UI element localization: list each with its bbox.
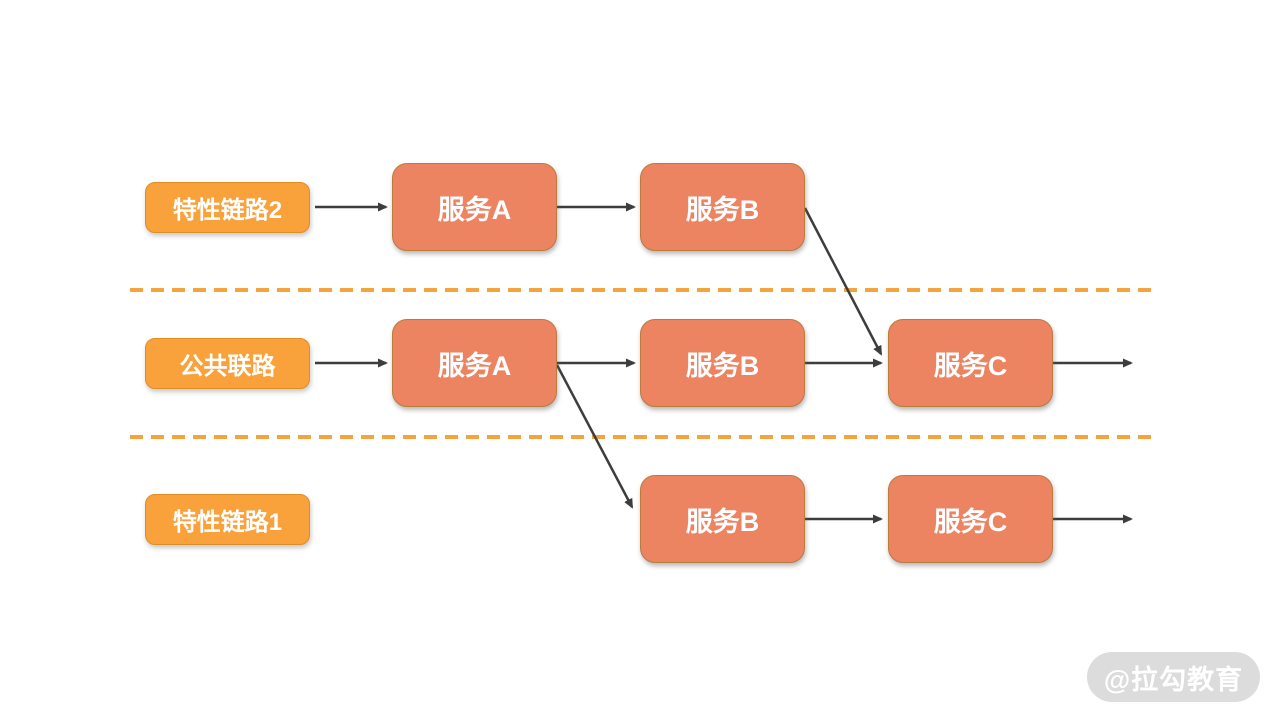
edge-lane1-serviceB-to-lane2-serviceC [803,207,883,356]
lane2-service-c: 服务C [888,319,1053,407]
lane1-service-a: 服务A [392,163,557,251]
edge-lane2-serviceA-to-lane3-serviceB [555,364,634,509]
lane3-label: 特性链路1 [145,494,310,545]
lane3-service-c: 服务C [888,475,1053,563]
lane2-service-b: 服务B [640,319,805,407]
lane1-label: 特性链路2 [145,182,310,233]
lane2-service-a: 服务A [392,319,557,407]
lane1-service-b: 服务B [640,163,805,251]
watermark-badge: @拉勾教育 [1087,652,1260,702]
lane2-label: 公共联路 [145,338,310,389]
lane3-service-b: 服务B [640,475,805,563]
